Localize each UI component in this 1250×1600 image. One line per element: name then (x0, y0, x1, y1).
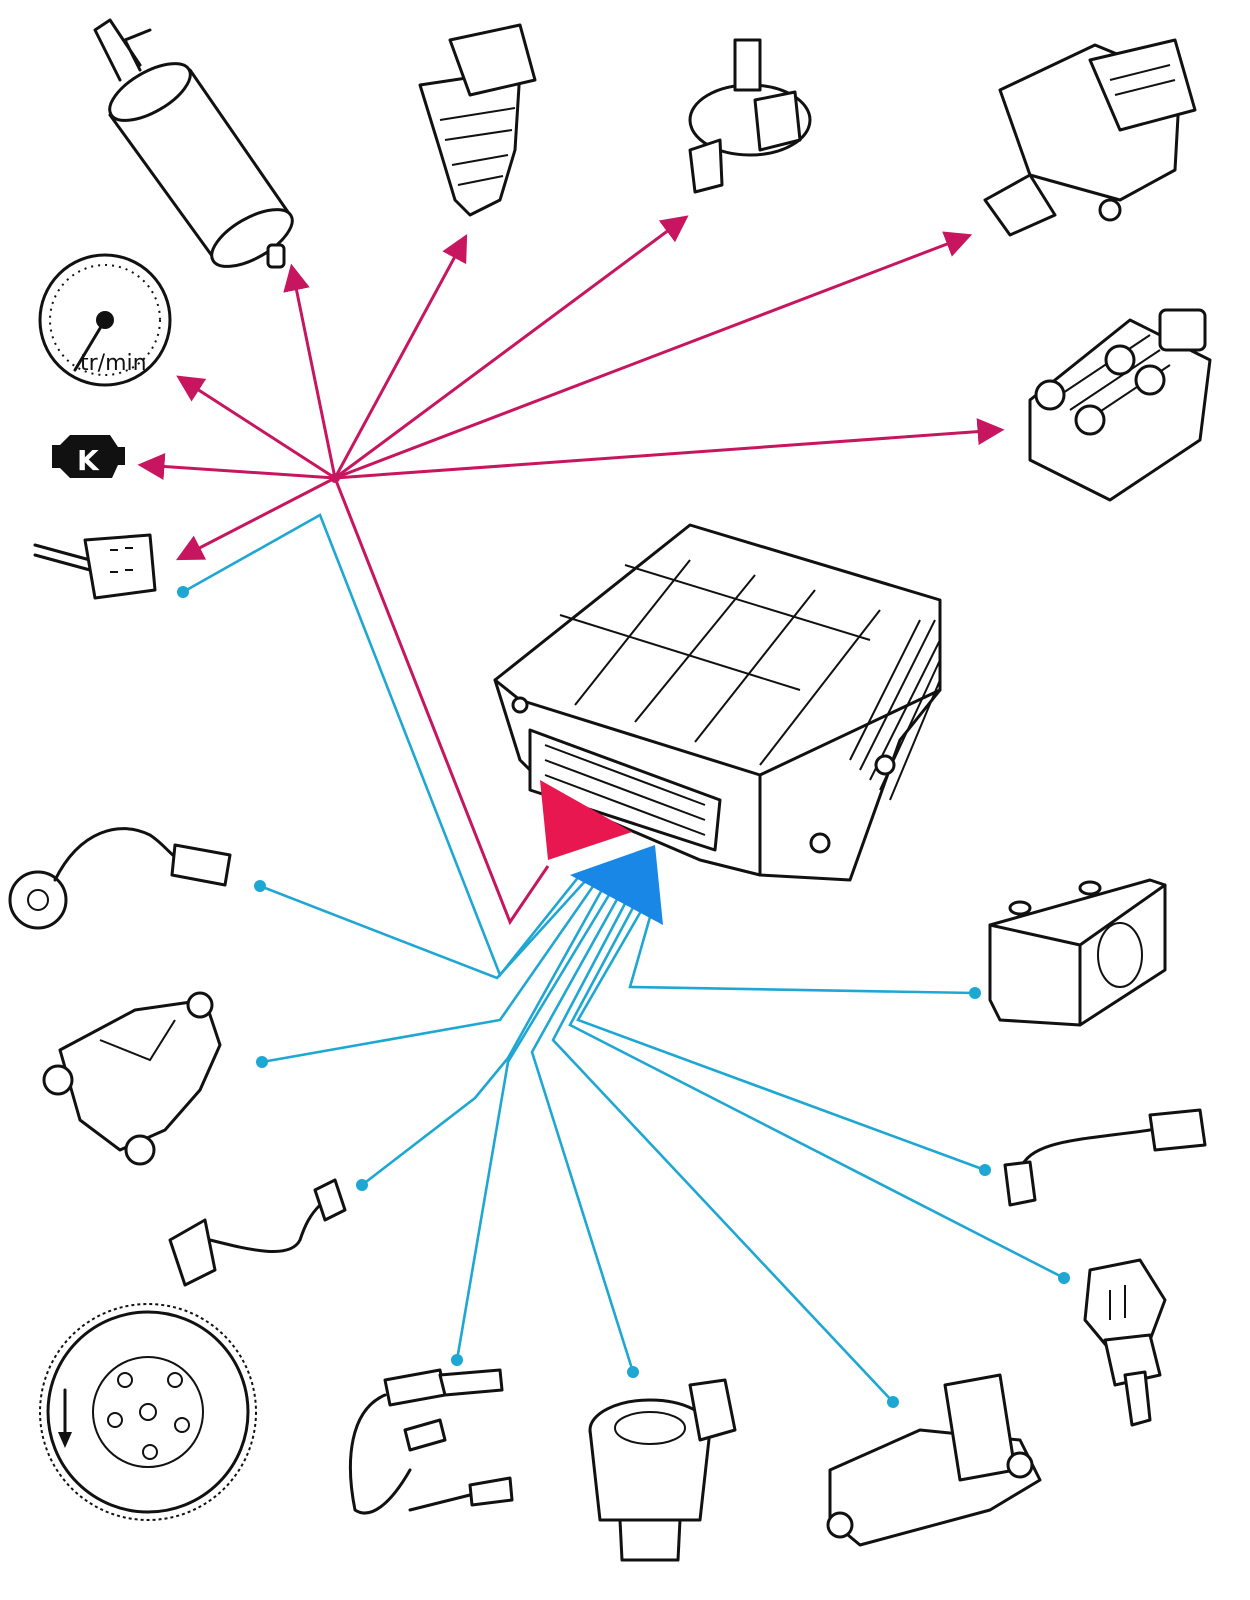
output-hub (330, 473, 340, 483)
input-line-tps (551, 897, 894, 1403)
ignition-coil (1028, 308, 1212, 502)
input-dot-coolant (1058, 1272, 1070, 1284)
input-line-crank (361, 885, 606, 1187)
input-dot-o2 (451, 1354, 463, 1366)
input-dot-crank (356, 1179, 368, 1191)
input-dot-air-temp (979, 1164, 991, 1176)
output-line-canister-valve (334, 215, 689, 480)
fuel-pump (93, 18, 294, 269)
input-line-knock (259, 877, 589, 980)
input-line-map (261, 881, 598, 1064)
output-triangle (540, 780, 632, 860)
output-line-warning-lamp (137, 453, 336, 480)
diagnostic-connector (33, 533, 157, 600)
output-line-idle-valve (334, 231, 973, 480)
canister-purge-valve (688, 38, 812, 194)
ecu (493, 523, 942, 882)
warning-lamp-glyph: K (77, 444, 100, 477)
input-line-air-temp (576, 905, 986, 1172)
crankshaft-sensor (168, 1178, 347, 1287)
input-triangle (570, 845, 663, 925)
flywheel (39, 1303, 257, 1521)
output-line-tachometer (176, 375, 336, 480)
input-line-diagnostic (182, 513, 582, 978)
engine-warning-lamp: K (52, 435, 125, 478)
output-lines (137, 215, 1005, 926)
idle-air-control-valve (983, 38, 1197, 237)
knock-sensor (8, 827, 232, 930)
input-dot-map (256, 1056, 268, 1068)
tachometer-unit-label: tr/min (80, 351, 147, 376)
throttle-position-sensor (826, 1373, 1042, 1547)
map-sensor (42, 991, 222, 1166)
input-dot-diagnostic (177, 586, 189, 598)
output-line-injector (333, 234, 468, 479)
input-line-battery (628, 909, 976, 995)
throttle-body (588, 1378, 737, 1562)
input-dot-throttle-body (627, 1366, 639, 1378)
output-trunk (333, 477, 550, 926)
input-line-o2 (455, 889, 614, 1361)
oxygen-sensor (349, 1368, 514, 1515)
output-line-ignition-coil (334, 418, 1005, 480)
injector (418, 23, 537, 217)
input-lines (177, 513, 1070, 1408)
air-temperature-sensor (1003, 1108, 1207, 1207)
output-line-fuel-pump (283, 263, 337, 479)
input-dot-knock (254, 880, 266, 892)
input-line-coolant (568, 901, 1065, 1280)
input-line-throttle-body (530, 893, 635, 1373)
tachometer: tr/min (38, 253, 172, 387)
coolant-temperature-sensor (1083, 1258, 1167, 1427)
output-line-diagnostic (176, 476, 336, 561)
input-dot-battery (969, 987, 981, 999)
input-dot-tps (887, 1396, 899, 1408)
battery (988, 878, 1167, 1027)
